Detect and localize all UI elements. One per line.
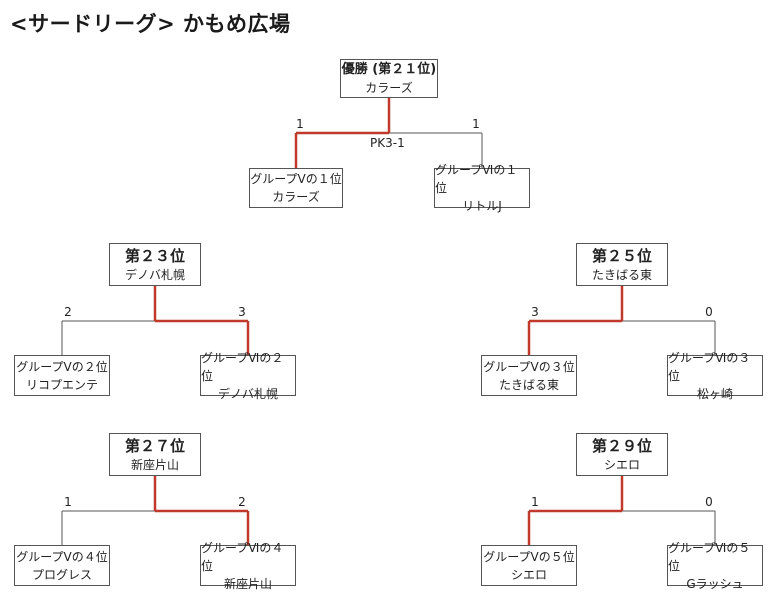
place-header: 第２５位: [591, 246, 652, 265]
winner-box-27: 第２７位 新座片山: [109, 433, 201, 476]
team-box-25-left: グループⅤの３位 たきばる東: [481, 355, 577, 396]
team-name: リトルJ: [462, 199, 502, 213]
winner-team: シエロ: [603, 457, 640, 472]
team-box-27-right: グループⅥの４位 新座片山: [200, 541, 296, 591]
group-label: グループⅤの３位: [483, 359, 575, 374]
team-box-23-left: グループⅤの２位 リコプエンテ: [14, 355, 110, 396]
winner-box-21: 優勝 (第２１位) カラーズ: [340, 59, 438, 98]
place-header: 第２３位: [124, 246, 185, 265]
winner-team: たきばる東: [591, 267, 652, 282]
team-name: Gラッシュ: [686, 576, 744, 591]
score-right-27: 2: [238, 495, 246, 509]
bracket-29-lines: [527, 476, 716, 545]
team-name: デノバ札幌: [217, 386, 278, 401]
team-box-29-right: グループⅥの５位 Gラッシュ: [667, 541, 763, 591]
winner-box-25: 第２５位 たきばる東: [576, 243, 668, 286]
bracket-23-lines: [61, 286, 250, 355]
score-left-23: 2: [64, 305, 72, 319]
group-label: グループⅥの１位: [435, 163, 518, 195]
winner-team: デノバ札幌: [124, 267, 185, 282]
team-box-25-right: グループⅥの３位 松ヶ崎: [667, 351, 763, 401]
winner-box-29: 第２９位 シエロ: [576, 433, 668, 476]
group-label: グループⅤの５位: [483, 549, 575, 564]
bracket-25-lines: [527, 286, 716, 355]
team-name: たきばる東: [498, 377, 559, 392]
page-title: <サードリーグ> かもめ広場: [10, 12, 291, 36]
score-right-21: 1: [472, 117, 480, 131]
winner-header: 優勝 (第２１位): [341, 61, 437, 77]
team-name: 新座片山: [223, 576, 272, 591]
place-header: 第２９位: [591, 436, 652, 455]
score-left-21: 1: [296, 117, 304, 131]
score-left-29: 1: [531, 495, 539, 509]
team-box-23-right: グループⅥの２位 デノバ札幌: [200, 351, 296, 401]
team-box-21-left: グループⅤの１位 カラーズ: [249, 168, 343, 208]
score-right-23: 3: [238, 305, 246, 319]
group-label: グループⅥの４位: [201, 540, 284, 573]
winner-box-23: 第２３位 デノバ札幌: [109, 243, 201, 286]
team-name: 松ヶ崎: [696, 386, 733, 401]
bracket-27-lines: [61, 476, 250, 545]
group-label: グループⅥの３位: [668, 350, 751, 383]
place-header: 第２７位: [124, 436, 185, 455]
group-label: グループⅤの１位: [250, 172, 342, 186]
score-left-27: 1: [64, 495, 72, 509]
group-label: グループⅥの２位: [201, 350, 284, 383]
score-right-25: 0: [705, 305, 713, 319]
score-left-25: 3: [531, 305, 539, 319]
team-box-27-left: グループⅤの４位 プログレス: [14, 545, 110, 586]
team-box-29-left: グループⅤの５位 シエロ: [481, 545, 577, 586]
winner-team: カラーズ: [365, 80, 413, 95]
group-label: グループⅥの５位: [668, 540, 751, 573]
winner-team: 新座片山: [130, 457, 179, 472]
bracket-21-lines: [294, 98, 483, 168]
team-name: リコプエンテ: [25, 377, 98, 392]
team-name: シエロ: [510, 567, 547, 582]
team-name: プログレス: [31, 567, 92, 582]
team-box-21-right: グループⅥの１位 リトルJ: [434, 163, 530, 213]
pk-note: PK3-1: [370, 136, 405, 150]
team-name: カラーズ: [272, 190, 320, 204]
group-label: グループⅤの４位: [16, 549, 108, 564]
score-right-29: 0: [705, 495, 713, 509]
group-label: グループⅤの２位: [16, 359, 108, 374]
